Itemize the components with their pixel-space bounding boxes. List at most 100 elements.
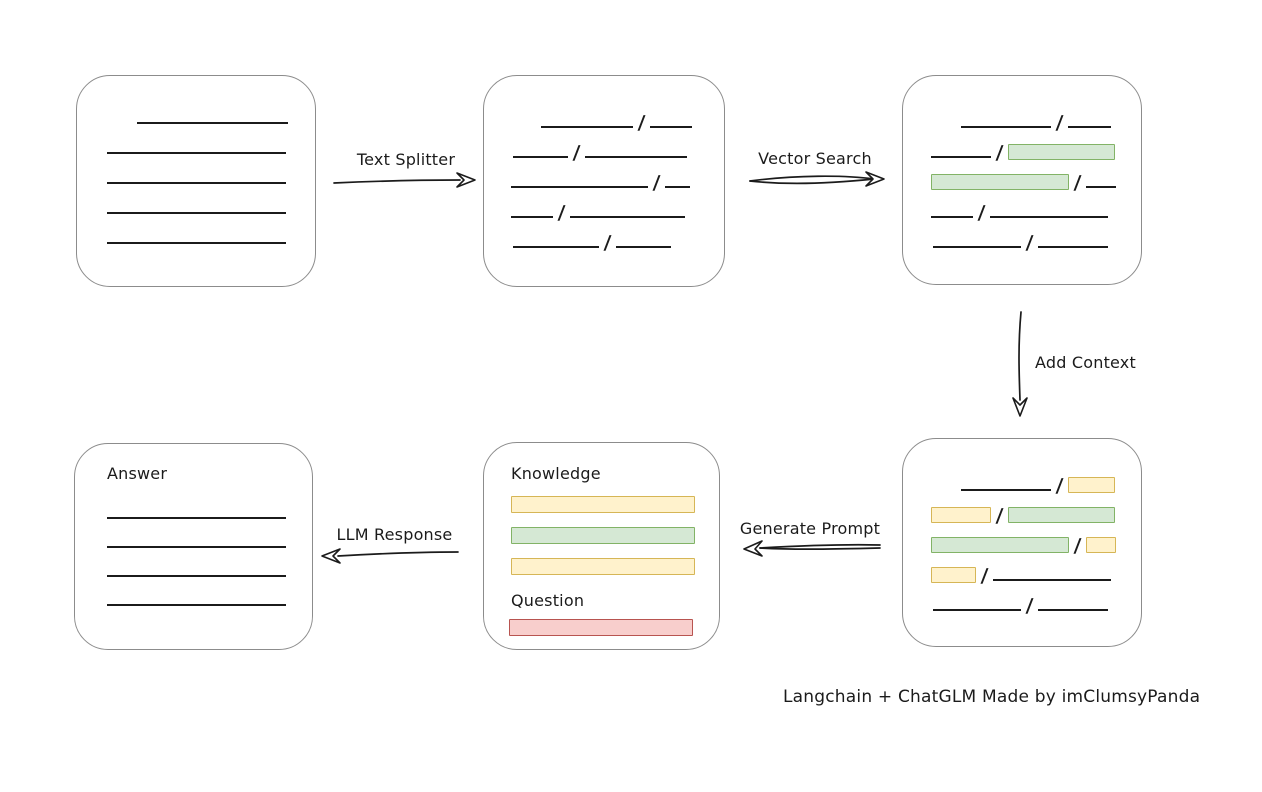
yellow-chunk [931,507,991,523]
chunk-row: / [903,190,1141,224]
slash-separator: / [652,172,661,194]
slash-separator: / [980,565,989,587]
text-line [137,122,288,124]
slash-separator: / [637,112,646,134]
slash-separator: / [1073,172,1082,194]
text-line [664,186,690,188]
text-line [615,246,671,248]
text-splitter-arrow [333,172,476,188]
text-line [933,246,1021,248]
knowledge-label: Knowledge [511,464,601,483]
chunk-row: / [903,100,1141,134]
add-context-arrow [1012,311,1028,417]
text-line [992,579,1111,581]
text-line [1085,186,1116,188]
text-line [584,156,687,158]
text-line [107,182,286,184]
context-chunks-box: / / / / / [902,438,1142,647]
slash-separator: / [1073,535,1082,557]
caption-text: Langchain + ChatGLM Made by imClumsyPand… [783,687,1201,707]
yellow-chunk [1085,537,1116,553]
green-chunk [1007,144,1115,160]
chunk-row: / [903,523,1141,557]
chunk-row: / [903,493,1141,527]
matched-chunks-box: / / / / / [902,75,1142,285]
chunks-rows: / / / / / [484,76,724,286]
yellow-chunk [931,567,976,583]
slash-separator: / [1055,112,1064,134]
slash-separator: / [995,142,1004,164]
text-line [933,609,1021,611]
chunk-row: / [484,190,724,224]
text-line [1067,126,1111,128]
green-bar [511,527,695,544]
text-line [649,126,692,128]
text-line [513,246,599,248]
text-line [511,186,648,188]
text-line [569,216,685,218]
answer-lines [75,517,312,606]
slash-separator: / [977,202,986,224]
answer-content: Answer [75,444,312,649]
text-line [1037,246,1108,248]
slash-separator: / [1055,475,1064,497]
text-line [107,517,286,519]
text-line [107,604,286,606]
add-context-label: Add Context [1035,353,1136,372]
green-chunk [931,174,1069,190]
knowledge-bars [511,496,719,575]
chunk-row: / [903,553,1141,587]
matched-chunks-rows: / / / / / [903,76,1141,284]
yellow-chunk [1067,477,1115,493]
chunk-row: / [484,130,724,164]
yellow-bar [511,558,695,575]
text-splitter-label: Text Splitter [356,150,456,169]
text-line [931,156,991,158]
text-line [511,216,553,218]
generate-prompt-label: Generate Prompt [739,519,881,538]
text-line [107,546,286,548]
slash-separator: / [572,142,581,164]
context-chunks-rows: / / / / / [903,439,1141,646]
yellow-bar [511,496,695,513]
llm-response-label: LLM Response [336,525,453,544]
document-box [76,75,316,287]
text-line [107,242,286,244]
vector-search-label: Vector Search [758,149,872,168]
slash-separator: / [557,202,566,224]
text-line [1037,609,1108,611]
prompt-box: Knowledge Question [483,442,720,650]
text-line [989,216,1108,218]
slash-separator: / [995,505,1004,527]
green-chunk [1007,507,1115,523]
green-chunk [931,537,1069,553]
llm-response-arrow [321,548,459,564]
text-line [107,575,286,577]
chunk-row: / [903,583,1141,617]
text-line [961,489,1051,491]
chunk-row: / [484,220,724,254]
text-line [513,156,568,158]
chunk-row: / [903,463,1141,497]
text-line [961,126,1051,128]
chunk-row: / [903,160,1141,194]
red-bar [509,619,693,636]
slash-separator: / [1025,232,1034,254]
generate-prompt-arrow [743,540,881,557]
prompt-content: Knowledge Question [484,443,719,649]
text-line [107,152,286,154]
chunk-row: / [903,220,1141,254]
slash-separator: / [603,232,612,254]
chunk-row: / [484,100,724,134]
chunks-box: / / / / / [483,75,725,287]
text-line [107,212,286,214]
text-line [541,126,633,128]
text-line [931,216,973,218]
vector-search-arrow [749,171,885,187]
chunk-row: / [484,160,724,194]
answer-box: Answer [74,443,313,650]
slash-separator: / [1025,595,1034,617]
answer-label: Answer [107,464,168,483]
question-label: Question [511,591,585,610]
